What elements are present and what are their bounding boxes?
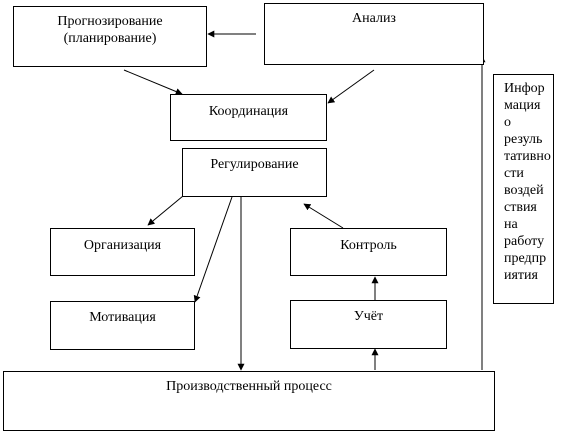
- info-line: иятия: [504, 268, 538, 283]
- node-motivation-label: Мотивация: [89, 310, 156, 325]
- node-organization-label: Организация: [83, 238, 162, 253]
- info-line: Инфор: [504, 81, 545, 96]
- node-production-label: Производственный процесс: [166, 379, 332, 394]
- node-accounting: Учёт: [290, 300, 447, 349]
- info-line: о: [504, 115, 511, 130]
- arrow-forecasting-to-coordination: [123, 69, 183, 95]
- node-forecasting-line2: (планирование): [63, 31, 157, 46]
- node-analysis-label: Анализ: [352, 11, 396, 26]
- info-line: работу: [504, 234, 545, 249]
- arrow-analysis-to-coordination: [327, 69, 375, 104]
- info-line: ствия: [504, 200, 537, 215]
- info-line: на: [504, 217, 518, 232]
- info-line: сти: [504, 166, 524, 181]
- node-organization: Организация: [50, 228, 195, 276]
- node-analysis: Анализ: [264, 3, 484, 65]
- node-control-label: Контроль: [340, 238, 397, 253]
- node-control: Контроль: [290, 228, 447, 276]
- arrow-regulation-to-organization: [147, 195, 184, 226]
- info-line: тативно: [504, 149, 551, 164]
- node-regulation: Регулирование: [182, 148, 327, 197]
- node-regulation-label: Регулирование: [210, 157, 299, 172]
- node-production: Производственный процесс: [3, 371, 495, 431]
- node-forecasting: Прогнозирование (планирование): [13, 6, 207, 67]
- node-accounting-label: Учёт: [353, 309, 384, 324]
- node-motivation: Мотивация: [50, 301, 195, 350]
- info-line: воздей: [504, 183, 544, 198]
- info-line: предпр: [504, 251, 547, 266]
- node-info: Инфор мация о резуль тативно сти воздей …: [493, 74, 554, 304]
- node-coordination-label: Координация: [208, 104, 289, 119]
- arrow-regulation-to-motivation: [193, 196, 233, 303]
- node-forecasting-line1: Прогнозирование: [57, 14, 163, 29]
- arrow-control-to-regulation: [303, 203, 344, 229]
- info-line: мация: [504, 98, 541, 113]
- info-line: резуль: [504, 132, 543, 147]
- node-coordination: Координация: [170, 94, 327, 141]
